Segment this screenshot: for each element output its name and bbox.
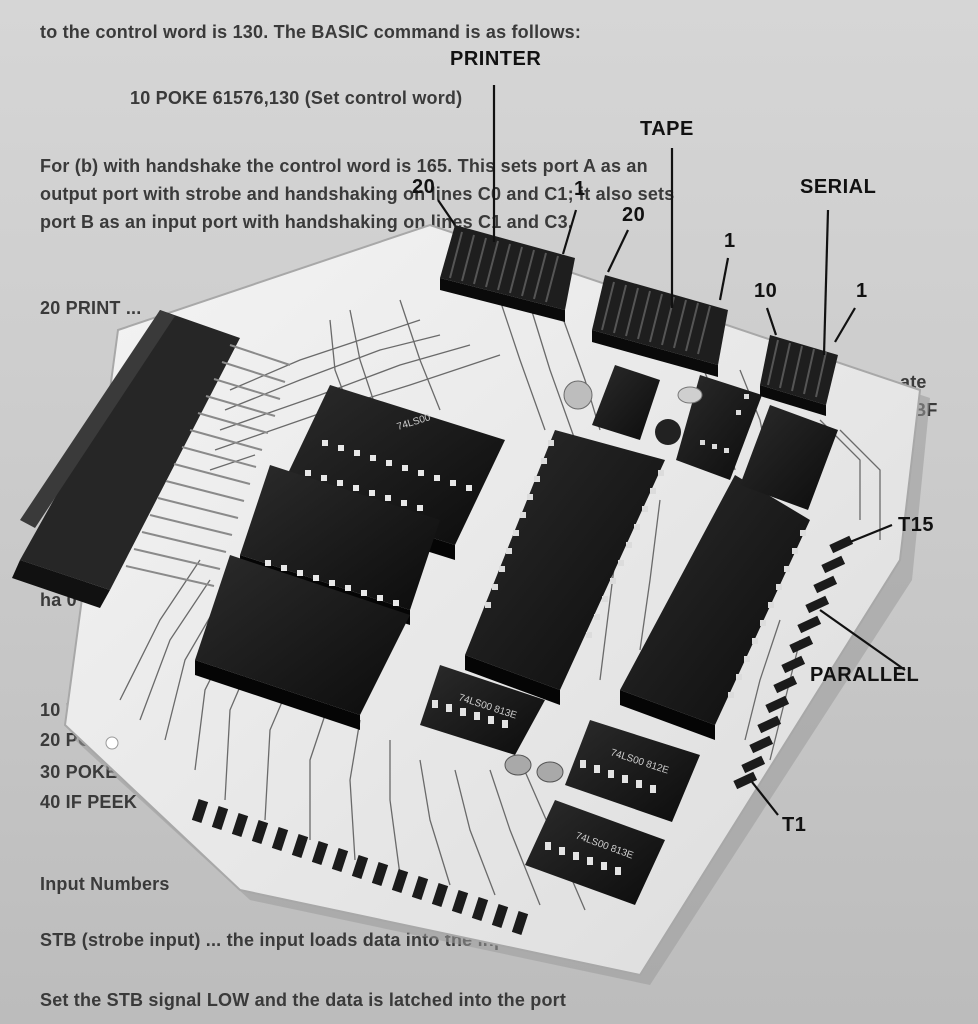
ic-right-40pin	[620, 405, 838, 740]
bg-line: 40 IF PEEK	[40, 792, 138, 812]
label-serial-pin-10: 10	[754, 280, 778, 302]
bg-line: Input Numbers	[40, 874, 170, 894]
bg-line: 10 POKE 61576,130 (Set control word)	[130, 88, 463, 108]
label-t1: T1	[782, 814, 807, 836]
label-tape-pin-1: 1	[724, 230, 736, 252]
edge-contacts-right	[733, 535, 854, 790]
ic-74ls-bottom: 74LS00 813E 74LS00 812E 74LS00 813E	[420, 665, 700, 905]
connector-printer	[440, 225, 575, 322]
ic-stack-left: 74LS00	[195, 385, 505, 730]
bg-line: output port with strobe and handshaking …	[40, 184, 675, 204]
mounting-hole	[105, 736, 119, 750]
bg-line: Set the STB signal LOW and the data is l…	[40, 990, 567, 1010]
pcb-traces	[119, 299, 881, 911]
edge-contacts-bottom	[191, 798, 529, 936]
label-serial: SERIAL	[800, 176, 877, 198]
connector-tape	[592, 275, 728, 377]
callout-lines	[437, 85, 906, 816]
label-serial-pin-1: 1	[856, 280, 868, 302]
label-tape-pin-20: 20	[622, 204, 646, 226]
bg-line: 30 POKE	[40, 762, 118, 782]
bg-line: port B as an input port with handshaking…	[40, 212, 574, 232]
edge-card-connector	[12, 310, 291, 608]
connector-serial	[760, 335, 838, 416]
label-printer-pin-20: 20	[412, 176, 436, 198]
label-parallel: PARALLEL	[810, 664, 920, 686]
bg-line: to the control word is 130. The BASIC co…	[40, 22, 582, 42]
bg-line: 20 PRINT ...	[40, 298, 142, 318]
bg-line: For (b) with handshake the control word …	[40, 156, 648, 176]
ic-center-40pin	[465, 430, 665, 705]
label-t15: T15	[898, 514, 934, 536]
label-tape: TAPE	[640, 118, 694, 140]
ic-small-top	[563, 365, 762, 480]
label-printer: PRINTER	[450, 48, 542, 70]
label-printer-pin-1: 1	[574, 178, 586, 200]
